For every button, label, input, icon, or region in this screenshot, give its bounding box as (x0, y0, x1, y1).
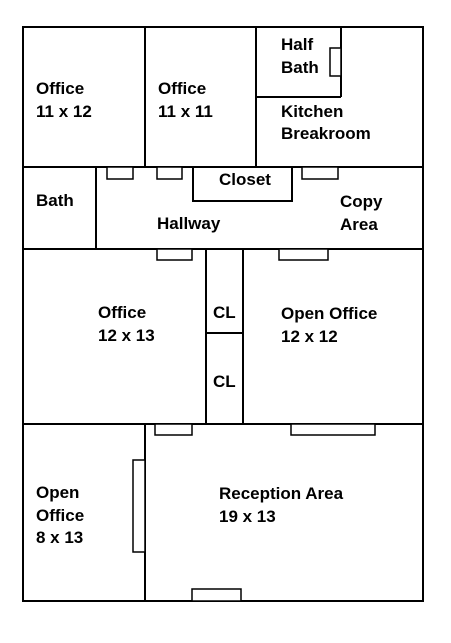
open-office-a-size: 12 x 12 (281, 327, 338, 346)
door-marker (154, 423, 193, 436)
copy-area-line2: Area (340, 215, 378, 234)
hallway-label: Hallway (157, 214, 221, 233)
office-b-size: 11 x 11 (158, 102, 213, 121)
office-a-size: 11 x 12 (36, 102, 92, 121)
hallway-fixture (301, 166, 339, 180)
office-c-name: Office (98, 303, 146, 322)
closet-lower-label: CL (213, 372, 236, 391)
hallway-fixture (156, 166, 183, 180)
office-a-name: Office (36, 79, 84, 98)
reception-name: Reception Area (219, 484, 344, 503)
half-bath-fixture (329, 47, 342, 77)
door-marker (290, 423, 376, 436)
office-c-size: 12 x 13 (98, 326, 155, 345)
open-office-b-size: 8 x 13 (36, 528, 83, 547)
closet-outline (192, 167, 293, 202)
bath-label: Bath (36, 191, 74, 210)
reception-size: 19 x 13 (219, 507, 276, 526)
open-office-b-line1: Open (36, 483, 79, 502)
window-marker (132, 459, 146, 553)
copy-area-line1: Copy (340, 192, 383, 211)
office-b-name: Office (158, 79, 206, 98)
door-marker (156, 248, 193, 261)
closet-label: Closet (219, 170, 271, 189)
entrance-marker (191, 588, 242, 602)
half-bath-line1: Half (281, 35, 313, 54)
kitchen-line2: Breakroom (281, 124, 371, 143)
hallway-fixture (106, 166, 134, 180)
kitchen-line1: Kitchen (281, 102, 343, 121)
door-marker (278, 248, 329, 261)
open-office-b-line2: Office (36, 506, 84, 525)
open-office-a-name: Open Office (281, 304, 377, 323)
closet-upper-label: CL (213, 303, 236, 322)
half-bath-line2: Bath (281, 58, 319, 77)
